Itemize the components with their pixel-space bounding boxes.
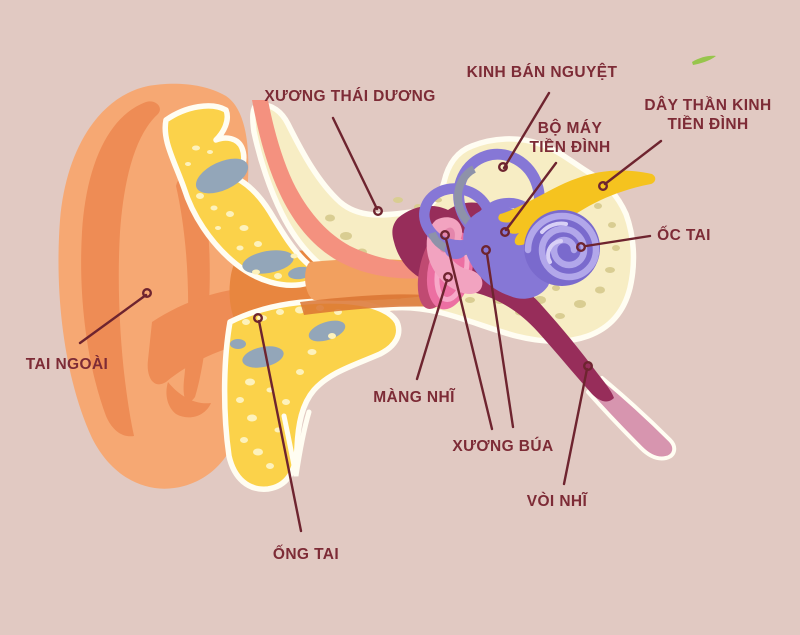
leader-line-oc-tai [584, 234, 652, 248]
label-oc-tai: ỐC TAI [657, 226, 711, 244]
bone-speckles-lower [236, 305, 342, 469]
leader-line-tai-ngoai [78, 293, 148, 345]
leader-dot-bo-may-tien-dinh [500, 226, 511, 237]
cochlea-spiral [524, 212, 600, 281]
leader-line-ong-tai [257, 319, 303, 533]
canal-ring-gray-arc-2 [453, 165, 477, 230]
bone-marrow-blobs-upper [195, 158, 312, 280]
leader-dot-kinh-ban-nguyet [498, 161, 509, 172]
label-kinh-ban-nguyet: KINH BÁN NGUYỆT [467, 63, 618, 81]
bone-notch [281, 409, 312, 477]
watermark-swoosh [692, 55, 716, 65]
leader-line-voi-nhi [562, 367, 589, 486]
label-day-than-kinh-line1: DÂY THẦN KINH [644, 96, 771, 114]
label-xuong-bua: XƯƠNG BÚA [452, 437, 553, 455]
leader-dot-day-than-kinh [598, 180, 609, 191]
ear-canal-lining-stripe [252, 100, 434, 279]
cochlea-highlights [540, 221, 568, 264]
leader-line-xuong-thai-duong [331, 116, 379, 211]
labels: KINH BÁN NGUYỆT XƯƠNG THÁI DƯƠNG BỘ MÁY … [26, 63, 771, 563]
label-bo-may-tien-dinh-line1: BỘ MÁY [538, 119, 603, 137]
bone-marrow-blobs-lower [230, 320, 346, 368]
label-mang-nhi: MÀNG NHĨ [373, 388, 456, 406]
label-xuong-thai-duong: XƯƠNG THÁI DƯƠNG [264, 88, 435, 105]
leader-dot-voi-nhi [583, 361, 594, 372]
leader-line-mang-nhi [415, 278, 449, 381]
leader-dot-tai-ngoai [141, 288, 152, 299]
bone-speckles-upper [185, 145, 298, 279]
temporal-bone-upper [162, 103, 317, 289]
canal-bottom-shade [300, 294, 440, 315]
label-bo-may-tien-dinh-line2: TIỀN ĐÌNH [529, 139, 610, 156]
label-voi-nhi: VÒI NHĨ [527, 492, 589, 510]
ear-lobe-fold [166, 382, 211, 418]
leader-dot-mang-nhi [443, 272, 454, 283]
ear-helix-fold [81, 101, 160, 437]
leader-line-xuong-bua-2 [485, 252, 515, 429]
leader-dot-xuong-bua-1 [440, 229, 451, 240]
ear-concha-shape [147, 288, 252, 385]
leader-dot-xuong-bua-2 [481, 244, 492, 255]
leader-line-bo-may-tien-dinh [504, 161, 558, 232]
cochlea-shape [524, 210, 600, 286]
leader-dot-oc-tai [576, 241, 587, 252]
leader-line-xuong-bua-1 [444, 237, 494, 431]
leader-lines [78, 91, 663, 533]
bone-upper-body [162, 103, 317, 289]
label-ong-tai: ỐNG TAI [273, 545, 339, 563]
leader-dot-xuong-thai-duong [373, 205, 384, 216]
leader-dot-ong-tai [252, 313, 263, 324]
leader-line-kinh-ban-nguyet [502, 91, 551, 170]
leader-line-day-than-kinh [603, 139, 663, 186]
label-tai-ngoai: TAI NGOÀI [26, 356, 109, 373]
label-day-than-kinh-line2: TIỀN ĐÌNH [667, 116, 748, 133]
